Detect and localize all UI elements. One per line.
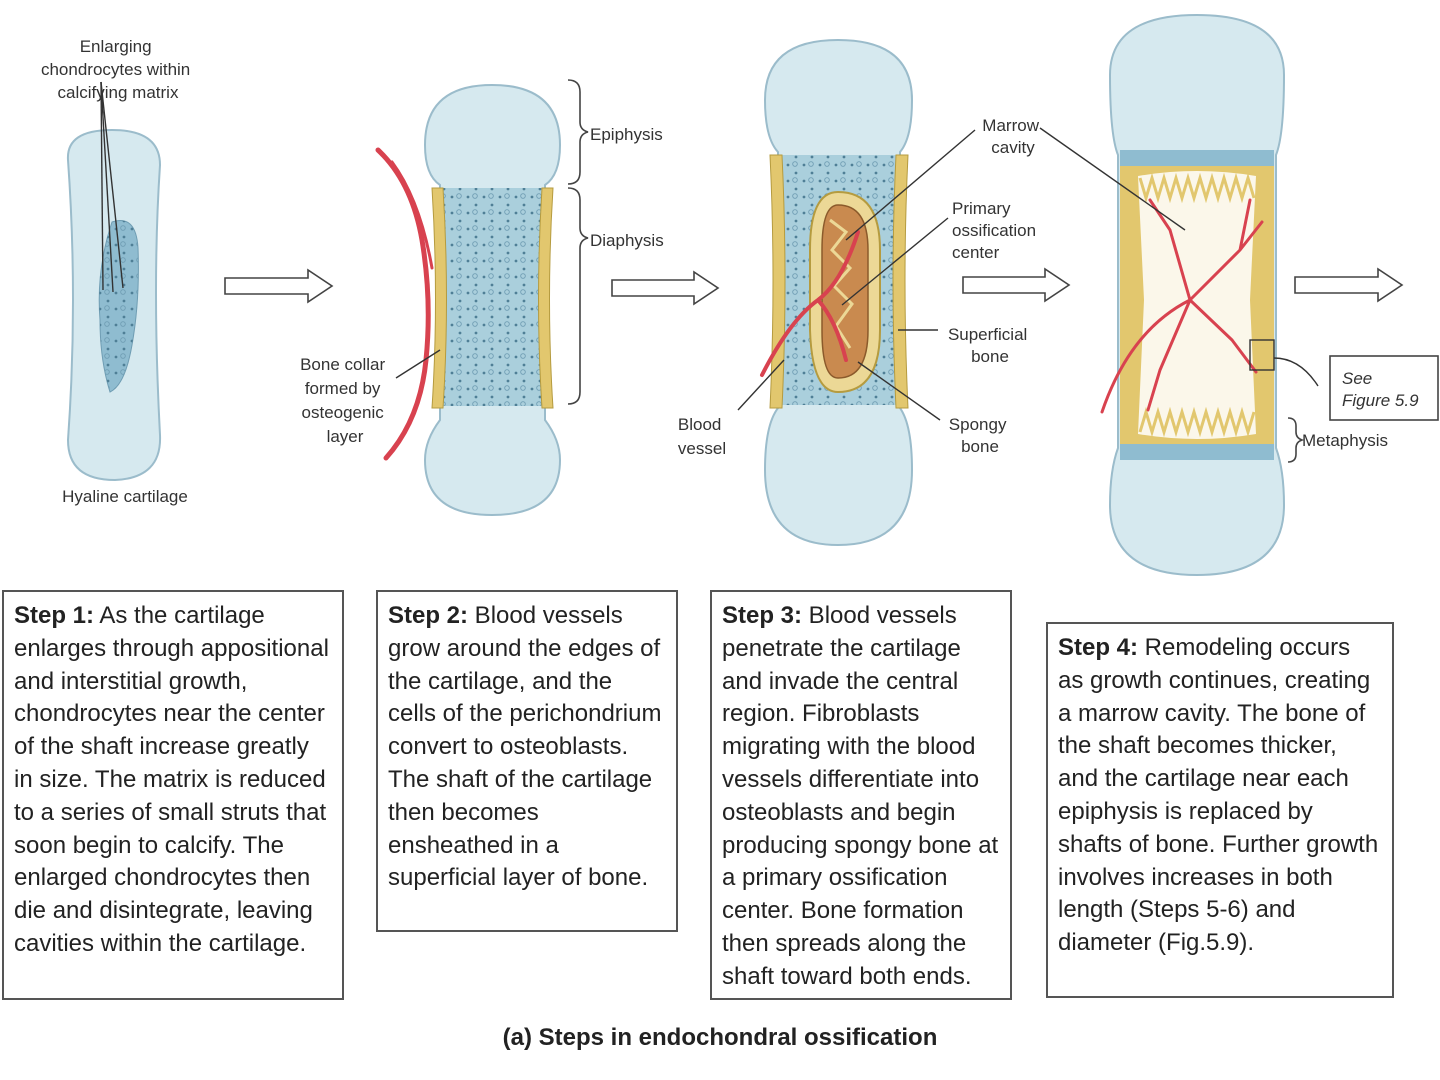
detail-box bbox=[1249, 339, 1275, 371]
stage2-cartilage bbox=[375, 79, 589, 517]
arrow-3 bbox=[962, 267, 1071, 303]
label-epiphysis: Epiphysis bbox=[590, 125, 663, 144]
blood-vessel bbox=[375, 147, 431, 461]
marrow-blood-vessels bbox=[1100, 198, 1264, 414]
label-bone-collar: Bone collar formed by osteogenic layer bbox=[300, 355, 390, 446]
stage3-cartilage bbox=[737, 38, 976, 547]
arrow-2 bbox=[611, 270, 720, 306]
step-2-box: Step 2: Blood vessels grow around the ed… bbox=[376, 590, 678, 932]
step-3-text: Blood vessels penetrate the cartilage an… bbox=[722, 602, 999, 990]
bone-collar bbox=[431, 187, 447, 409]
label-marrow-cavity: Marrow cavity bbox=[982, 116, 1043, 157]
label-hyaline-cartilage: Hyaline cartilage bbox=[62, 487, 188, 506]
step-2-title: Step 2: bbox=[388, 602, 469, 629]
label-metaphysis: Metaphysis bbox=[1302, 431, 1388, 450]
arrow-1 bbox=[224, 268, 334, 304]
step-4-box: Step 4: Remodeling occurs as growth cont… bbox=[1046, 622, 1394, 998]
label-primary-ossification-center: Primary ossification center bbox=[952, 199, 1041, 262]
step-1-title: Step 1: bbox=[14, 602, 95, 629]
label-spongy-bone: Spongy bone bbox=[949, 415, 1011, 456]
label-diaphysis: Diaphysis bbox=[590, 231, 664, 250]
arrow-4 bbox=[1294, 267, 1404, 303]
label-enlarging-chondrocytes: Enlarging chondrocytes within calcifying… bbox=[41, 37, 195, 102]
label-see-figure: See Figure 5.9 bbox=[1342, 369, 1419, 410]
step-3-title: Step 3: bbox=[722, 602, 803, 629]
figure-caption: (a) Steps in endochondral ossification bbox=[502, 1024, 938, 1051]
label-blood-vessel: Blood vessel bbox=[678, 415, 726, 458]
stage1-cartilage bbox=[66, 81, 162, 482]
stage4-bone bbox=[1039, 13, 1439, 577]
penetrating-blood-vessel bbox=[760, 230, 860, 377]
step-1-text: As the cartilage enlarges through apposi… bbox=[14, 602, 329, 957]
label-superficial-bone: Superficial bone bbox=[948, 325, 1032, 366]
step-4-text: Remodeling occurs as growth continues, c… bbox=[1058, 634, 1379, 957]
step-2-text: Blood vessels grow around the edges of t… bbox=[388, 602, 662, 892]
see-figure-box bbox=[1329, 355, 1439, 421]
step-arrows bbox=[224, 267, 1404, 306]
step-4-title: Step 4: bbox=[1058, 634, 1139, 661]
step-3-box: Step 3: Blood vessels penetrate the cart… bbox=[710, 590, 1012, 1000]
step-1-box: Step 1: As the cartilage enlarges throug… bbox=[2, 590, 344, 1000]
